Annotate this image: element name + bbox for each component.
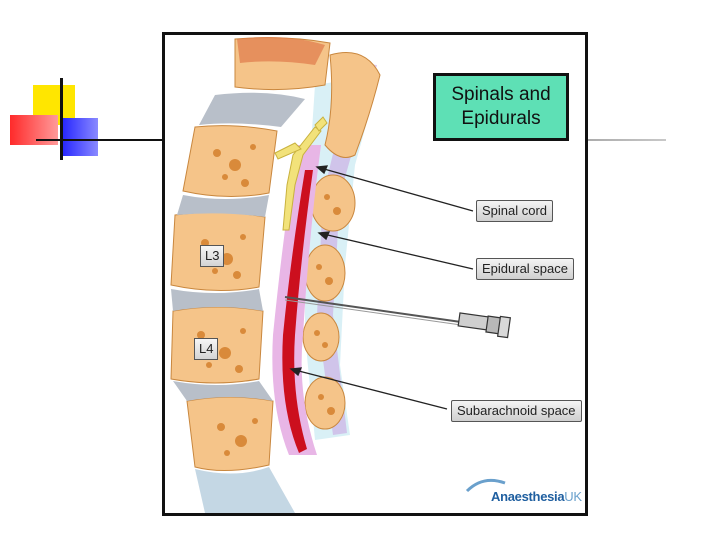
logo-main: Anaesthesia [491, 489, 565, 504]
vertebra-label-l3: L3 [200, 245, 225, 267]
logo-suffix: UK [564, 489, 582, 504]
anaesthesia-uk-logo: AnaesthesiaUK [463, 475, 585, 511]
callout-spinal-cord: Spinal cord [476, 200, 554, 222]
logo-swoosh [465, 478, 506, 493]
title-box: Spinals and Epidurals [433, 73, 569, 141]
callout-epidural-space: Epidural space [476, 258, 574, 280]
title-line-2: Epidurals [461, 108, 541, 129]
accent-vertical-line [60, 78, 63, 160]
needle-syringe [284, 296, 512, 339]
accent-square-blue [60, 118, 98, 156]
callout-arrows [289, 165, 474, 410]
nerve-roots [274, 116, 328, 231]
spinal-cord-shape [282, 170, 313, 453]
title-line-1: Spinals and [451, 84, 551, 105]
logo-text: AnaesthesiaUK [491, 489, 582, 504]
spine-diagram: L3 L4 Spinal cord Epidural space Subarac… [162, 32, 588, 516]
spinous-processes [302, 52, 381, 430]
callout-subarachnoid-space: Subarachnoid space [451, 400, 582, 422]
intervertebral-discs [171, 92, 305, 513]
vertebra-label-l4: L4 [194, 338, 219, 360]
